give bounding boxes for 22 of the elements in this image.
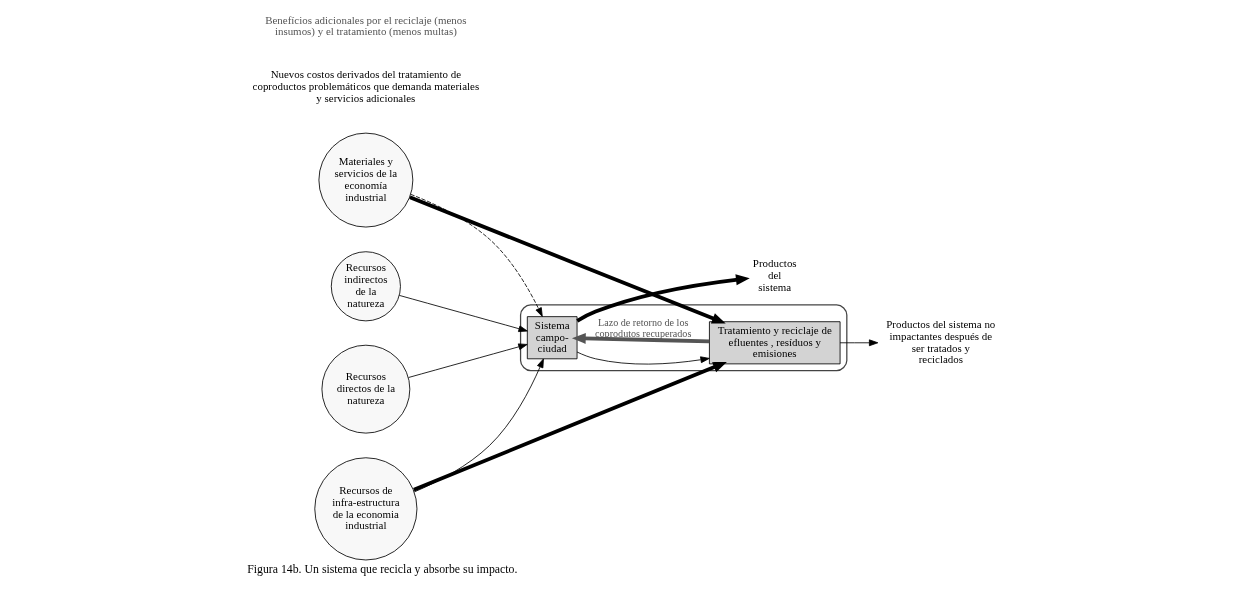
arrow: [409, 195, 726, 324]
label: Nuevos costos derivados del tratamiento de coproductos problemáticos que demanda materiales y servicios adicionales: [252, 68, 480, 105]
arrow: [576, 274, 750, 323]
caption: Figura 14b. Un sistema que recicla y absorbe su impacto.: [247, 561, 518, 576]
node-circle: Recursos de infra-estructura de la economia industrial: [314, 457, 418, 561]
node-circle: Recursos indirectos de la natureza: [330, 251, 401, 322]
node-text: Productos del sistema: [752, 257, 797, 293]
arrow: [576, 351, 710, 365]
arrow: [408, 343, 528, 378]
arrow: [839, 339, 879, 347]
arrow: [413, 358, 544, 493]
node-circle: Materiales y servicios de la economía industrial: [318, 132, 414, 228]
arrow: [571, 333, 710, 344]
node-box: Tratamiento y reciclaje de efluentes , resíduos y emisiones: [709, 321, 841, 365]
node-circle: Recursos directos de la natureza: [321, 344, 411, 434]
node-box: Sistema campo-ciudad: [526, 316, 578, 360]
arrow: [413, 361, 727, 492]
node-text: Productos del sistema no impactantes después de ser tratados y reciclados: [886, 317, 996, 366]
arrow: [410, 193, 543, 317]
arrow: [398, 294, 528, 333]
label: Benefícios adicionales por el reciclaje (menos insumos) y el tratamiento (menos multas): [265, 13, 467, 38]
edge-label: Lazo de retorno de los coprodutos recuperados: [595, 316, 692, 339]
